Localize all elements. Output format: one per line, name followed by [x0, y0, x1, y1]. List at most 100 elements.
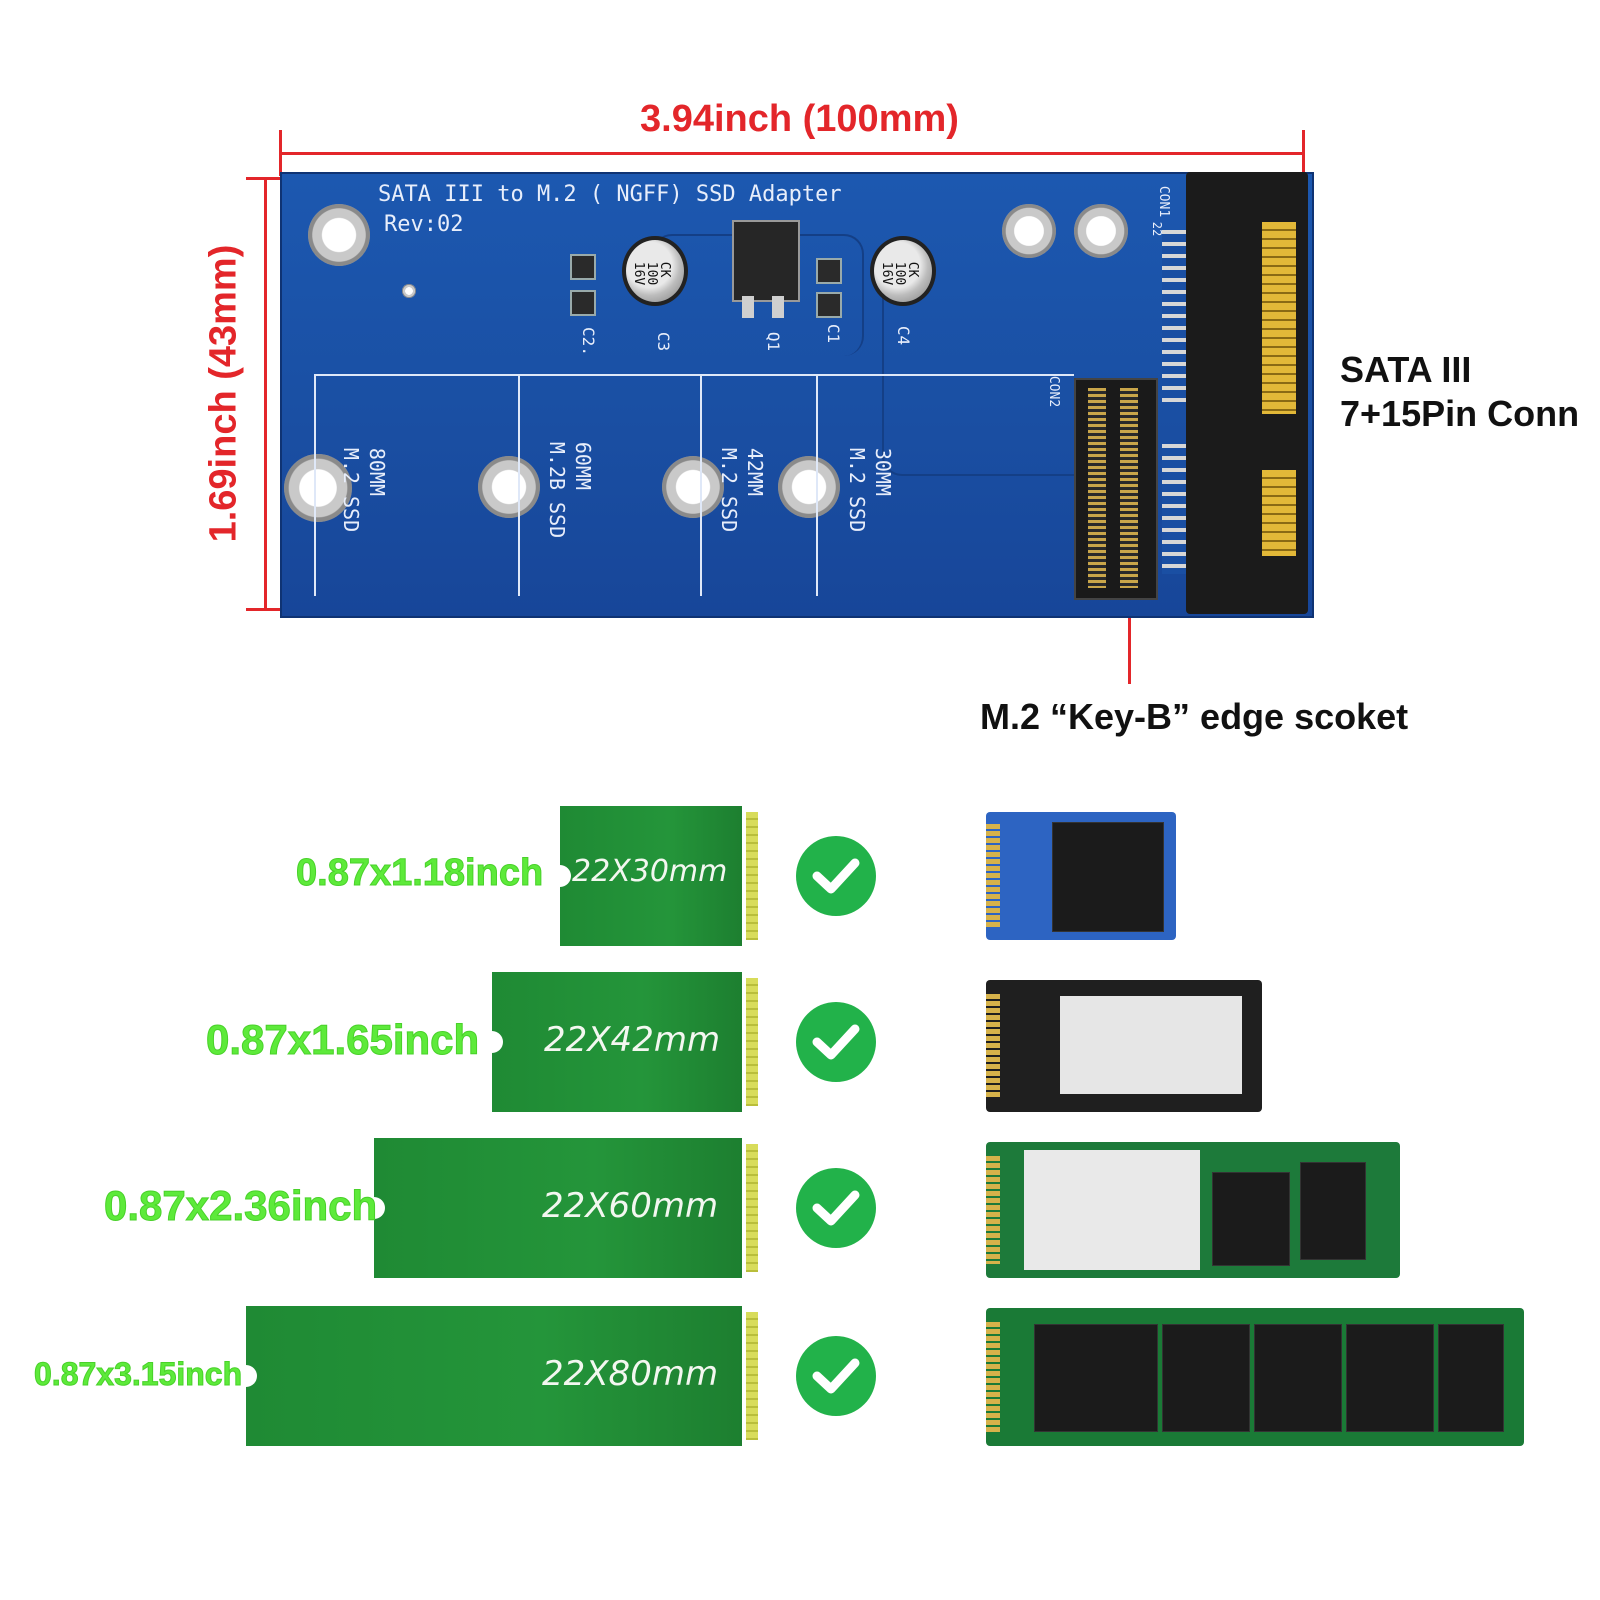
sata-data-contacts	[1262, 470, 1296, 556]
socket-pins	[1088, 388, 1106, 588]
voltage-regulator-q1	[732, 220, 800, 302]
height-dimension-tick-top	[246, 177, 286, 180]
card-contacts	[746, 978, 758, 1106]
standoff-screw-80mm	[284, 454, 352, 522]
sata-callout-line2: 7+15Pin Conn	[1340, 393, 1580, 434]
ssd-chip	[1438, 1324, 1504, 1432]
sata-power-contacts	[1262, 222, 1296, 414]
slot-outline-top	[314, 374, 1074, 376]
capacitor-c3: CK 100 16V	[622, 236, 688, 306]
smd-pad	[816, 292, 842, 318]
slot-label-60mm-line1: 60MM	[571, 441, 596, 491]
socket-pins	[1120, 388, 1138, 588]
ssd-chip	[1346, 1324, 1434, 1432]
slot-divider-60mm	[518, 374, 520, 596]
mounting-hole	[1002, 204, 1056, 258]
slot-hole-60mm	[478, 456, 540, 518]
slot-label-42mm: 42MM M.2 SSD	[716, 448, 768, 532]
checkmark-circle-icon	[796, 1336, 876, 1416]
width-dimension-line	[280, 152, 1305, 155]
regulator-pin	[772, 296, 784, 318]
slot-label-80mm-line2: M.2 SSD	[339, 447, 364, 533]
sata-callout: SATA III 7+15Pin Conn	[1340, 348, 1579, 436]
card-size-mm: 22X60mm	[542, 1186, 719, 1226]
card-contacts	[746, 812, 758, 940]
adapter-board: SATA III to M.2 ( NGFF) SSD Adapter Rev:…	[280, 172, 1314, 618]
ssd-card-42mm: 22X42mm	[481, 972, 742, 1112]
board-title: SATA III to M.2 ( NGFF) SSD Adapter	[378, 182, 842, 207]
height-dimension-label: 1.69inch (43mm)	[202, 244, 245, 543]
smd-pad	[570, 254, 596, 280]
slot-label-30mm: 30MM M.2 SSD	[844, 448, 896, 532]
ssd-photo-42mm	[986, 980, 1262, 1112]
edge-contacts	[986, 824, 1000, 928]
m2-keyb-socket	[1074, 378, 1158, 600]
cap-marking: 16V	[879, 261, 895, 286]
slot-label-30mm-line1: 30MM	[871, 447, 896, 497]
socket-callout: M.2 “Key-B” edge scoket	[980, 696, 1409, 737]
via	[402, 284, 416, 298]
ssd-chip	[1212, 1172, 1290, 1266]
edge-contacts	[986, 1322, 1000, 1432]
smd-pad	[570, 290, 596, 316]
size-inch-label: 0.87x2.36inch	[103, 1182, 378, 1230]
slot-label-80mm: 80MM M.2 SSD	[338, 448, 390, 532]
ssd-label-sticker	[1024, 1150, 1200, 1270]
checkmark-circle-icon	[796, 836, 876, 916]
ssd-photo-60mm	[986, 1142, 1400, 1278]
slot-hole-42mm	[662, 456, 724, 518]
width-dimension-tick-left	[279, 130, 282, 176]
mounting-hole	[1074, 204, 1128, 258]
cap-marking: 100	[892, 261, 908, 286]
ssd-photo-30mm	[986, 812, 1176, 940]
checkmark-circle-icon	[796, 1002, 876, 1082]
ssd-label-sticker	[1060, 996, 1242, 1094]
card-notch	[363, 1197, 385, 1219]
board-revision: Rev:02	[384, 212, 464, 237]
smd-pad	[816, 258, 842, 284]
regulator-pin	[742, 296, 754, 318]
ssd-chip	[1162, 1324, 1250, 1432]
ssd-card-30mm: 22X30mm	[549, 806, 742, 946]
card-contacts	[746, 1144, 758, 1272]
slot-hole-30mm	[778, 456, 840, 518]
slot-label-80mm-line1: 80MM	[365, 447, 390, 497]
cap-marking: 16V	[631, 261, 647, 286]
slot-label-60mm: 60MM M.2B SSD	[544, 442, 596, 538]
silk-con2: CON2	[1046, 375, 1062, 408]
ssd-photo-80mm	[986, 1308, 1524, 1446]
ssd-card-80mm: 22X80mm	[235, 1306, 742, 1446]
silk-q1: Q1	[764, 331, 784, 352]
size-inch-label: 0.87x3.15inch	[33, 1356, 243, 1393]
slot-label-42mm-line1: 42MM	[743, 447, 768, 497]
slot-label-60mm-line2: M.2B SSD	[545, 441, 570, 539]
card-size-mm: 22X30mm	[572, 854, 728, 889]
ssd-card-60mm: 22X60mm	[363, 1138, 742, 1278]
ssd-chip	[1254, 1324, 1342, 1432]
card-notch	[481, 1031, 503, 1053]
slot-divider-42mm	[700, 374, 702, 596]
ssd-chip	[1034, 1324, 1158, 1432]
ssd-chip	[1300, 1162, 1366, 1260]
silk-c1: C1	[824, 323, 844, 344]
cap-marking: 100	[644, 261, 660, 286]
silk-con1: CON1	[1156, 185, 1172, 218]
width-dimension-label: 3.94inch (100mm)	[640, 98, 959, 140]
size-inch-label: 0.87x1.65inch	[205, 1016, 480, 1064]
silk-c2: C2.	[578, 327, 598, 356]
height-dimension-tick-bottom	[246, 608, 286, 611]
height-dimension-line	[264, 178, 267, 610]
checkmark-circle-icon	[796, 1168, 876, 1248]
edge-contacts	[986, 994, 1000, 1098]
ssd-chip	[1052, 822, 1164, 932]
sata-callout-line1: SATA III	[1340, 349, 1472, 390]
socket-pointer-line	[1128, 618, 1131, 684]
size-inch-label: 0.87x1.18inch	[295, 852, 544, 895]
silk-c3: C3	[654, 331, 674, 352]
card-size-mm: 22X80mm	[542, 1354, 719, 1394]
edge-contacts	[986, 1156, 1000, 1264]
slot-label-42mm-line2: M.2 SSD	[717, 447, 742, 533]
width-dimension-tick-right	[1302, 130, 1305, 176]
card-notch	[235, 1365, 257, 1387]
capacitor-c4: CK 100 16V	[870, 236, 936, 306]
